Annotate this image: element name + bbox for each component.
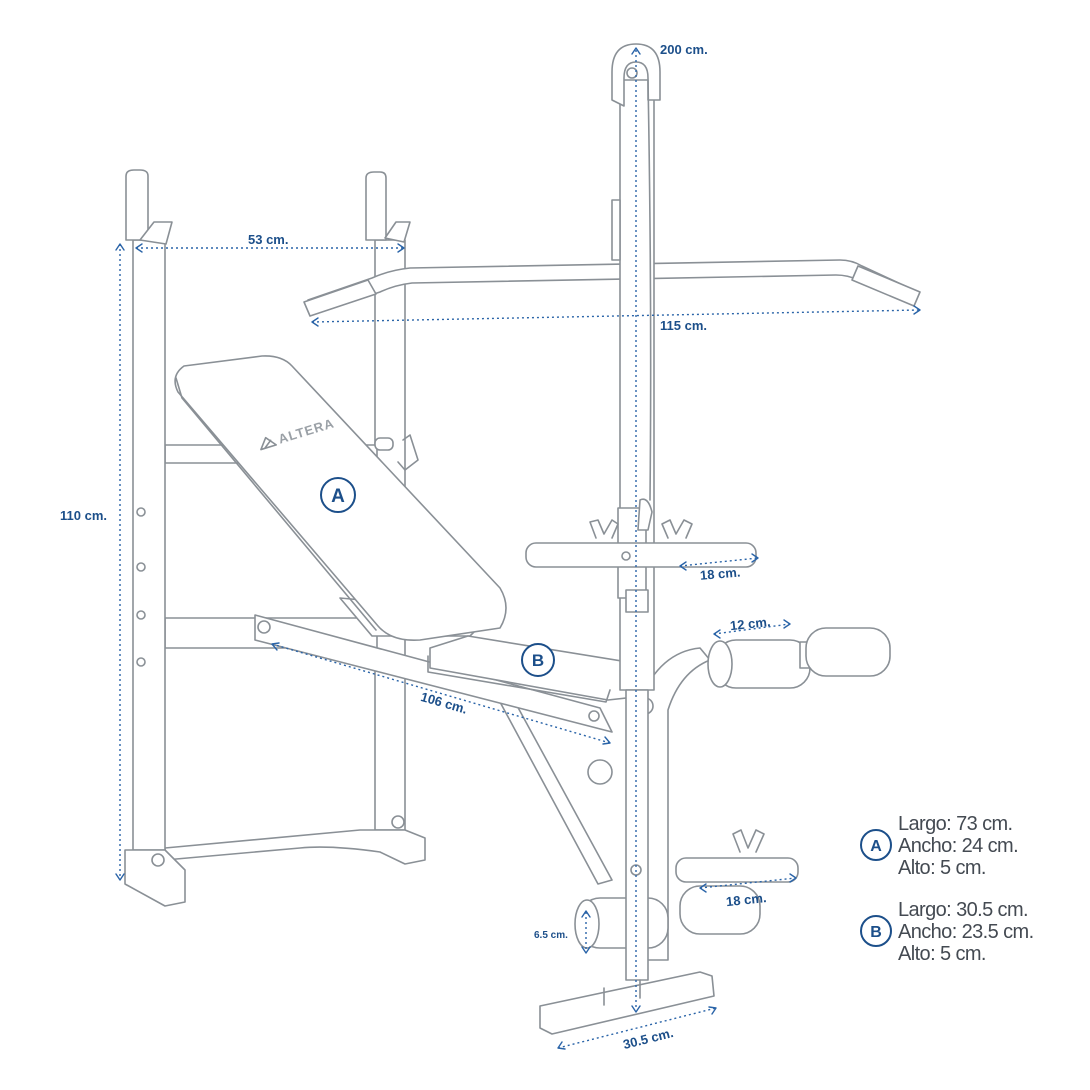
lat-pulldown-bar [303,259,921,317]
rack-hook-right-back [365,171,387,241]
spec-width: Ancho: 24 cm. [898,835,1018,857]
bench-strut [499,701,613,885]
rack-bolt [151,853,165,867]
label-small-roller: 6.5 cm. [534,930,568,941]
lat-bar-grip-left [303,279,377,317]
dim-lower-sleeve [699,877,797,889]
rack-hole [136,610,146,620]
dim-arrows [713,619,791,639]
pad-badge-seat: B [521,643,555,677]
rack-hook-right-front [384,221,411,243]
carriage-lock [625,589,649,613]
tower-base-joint [603,979,641,1006]
seat-edge [427,655,611,703]
dim-upper-sleeve [679,557,759,567]
lower-collar-clip [732,829,765,853]
label-lower-sleeve: 18 cm. [725,890,767,909]
pad-badge-backrest: A [320,477,356,513]
rail-bolt [257,620,271,634]
rail-bolt [588,710,600,722]
cable [647,79,652,501]
upper-collar-clip-right [661,519,693,539]
rack-base-right [164,829,426,865]
dim-bench-length [271,643,611,744]
label-base-foot: 30.5 cm. [621,1025,674,1052]
upper-sleeve [525,542,757,568]
upper-collar-clip-left [589,519,619,539]
rack-clip [397,434,419,471]
rack-pin [374,437,394,451]
label-upper-sleeve: 18 cm. [699,564,741,582]
dim-base-foot [557,1007,717,1049]
lower-sleeve [675,857,799,883]
dim-arrows [311,305,921,327]
dim-arrows [631,47,641,1013]
tower-base-foot [539,971,715,1035]
label-cable-height: 200 cm. [660,42,708,57]
spec-legend-a: A Largo: 73 cm. Ancho: 24 cm. Alto: 5 cm… [860,813,1019,879]
spec-legend-b: B Largo: 30.5 cm. Ancho: 23.5 cm. Alto: … [860,899,1034,965]
rack-hole [136,657,146,667]
spec-length: Largo: 30.5 cm. [898,899,1028,921]
dimension-labels: 200 cm. 53 cm. 115 cm. 110 cm. 106 cm. 1… [60,42,771,1052]
label-leg-roller: 12 cm. [729,614,771,633]
rack-hook-left-back [125,169,149,241]
spec-height: Alto: 5 cm. [898,857,986,879]
dim-arrows [271,642,611,745]
badge-letter: A [331,486,345,507]
dim-arrows [699,873,797,893]
legend-badge-letter: B [870,924,882,941]
rack-bolt [391,815,405,829]
tower-bracket [611,199,621,261]
pulley-axle [626,67,638,79]
rack-base-left [124,849,186,907]
badge-circle [521,643,555,677]
label-rack-width: 53 cm. [248,232,288,247]
pivot-disc [587,759,613,785]
badge-circle [320,477,356,513]
dimension-lines [115,47,921,1050]
legend-badge [860,829,892,861]
dim-arrows [679,553,759,571]
roller-lower-end [574,899,600,949]
logo-mark-icon [260,436,278,451]
label-lat-bar: 115 cm. [660,318,707,333]
legend-badge-letter: A [870,838,882,855]
badge-letter: B [532,651,544,670]
spec-width: Ancho: 23.5 cm. [898,921,1034,943]
spec-length: Largo: 73 cm. [898,813,1013,835]
backrest-edge [175,377,377,631]
dim-arrows [581,910,591,954]
rack-hook-left-front [139,221,173,245]
rack-hole [136,507,146,517]
label-rack-height: 110 cm. [60,508,107,523]
sleeve-bolt [621,551,631,561]
dim-arrows [557,1006,717,1050]
lat-bar-grip-right [851,265,921,307]
cable-clip [637,498,653,531]
roller-end [707,640,733,688]
dim-lat-bar [311,309,921,323]
rack-upright-left [132,239,166,851]
dim-arrows [135,243,405,253]
cable-tower [525,43,757,1035]
roller-upper-right [805,627,891,677]
rack-hole [136,562,146,572]
tower-lower-post [625,689,649,981]
spec-height: Alto: 5 cm. [898,943,986,965]
dim-arrows [115,243,125,881]
legend-badge [860,915,892,947]
